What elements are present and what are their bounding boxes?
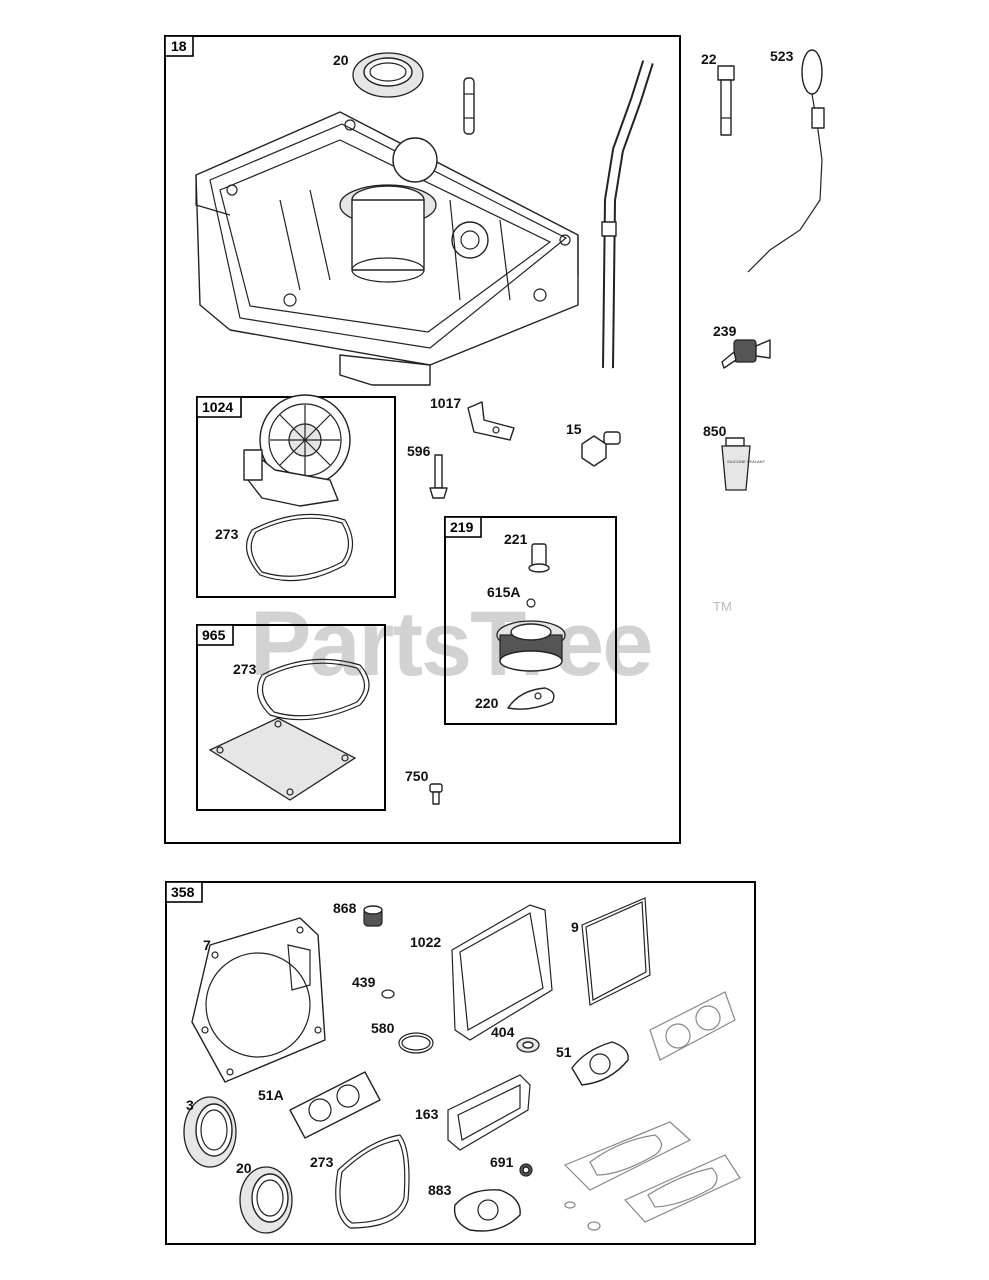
assembly-219-frame <box>444 516 617 725</box>
callout-adapter-239[interactable]: 239 <box>713 323 737 339</box>
callout-dipstick-523[interactable]: 523 <box>770 48 794 64</box>
callout-gasket-883[interactable]: 883 <box>428 1182 452 1198</box>
washer-691-part[interactable] <box>519 1163 533 1177</box>
callout-clip-1017[interactable]: 1017 <box>430 395 461 411</box>
assembly-219-tag <box>444 516 482 538</box>
callout-oring-580[interactable]: 580 <box>371 1020 395 1036</box>
gasket-273-part-b[interactable] <box>256 658 370 721</box>
callout-washer-404[interactable]: 404 <box>491 1024 515 1040</box>
bolt-22-part[interactable] <box>717 65 735 136</box>
gasket-set-358-frame <box>165 881 756 1245</box>
cover-gasket-9-part[interactable] <box>581 897 651 1006</box>
governor-gear-part[interactable] <box>496 620 566 672</box>
callout-head-gasket-7[interactable]: 7 <box>203 937 211 953</box>
callout-shaft-221[interactable]: 221 <box>504 531 528 547</box>
cover-plate-965-part[interactable] <box>208 717 357 801</box>
callout-seal-20[interactable]: 20 <box>333 52 349 68</box>
oil-pump-1024-part[interactable] <box>243 394 351 507</box>
oil-filter-adapter-239-part[interactable] <box>721 339 771 369</box>
assembly-965-tag <box>196 624 234 646</box>
washer-615A-part[interactable] <box>526 598 536 608</box>
callout-gasket-273-b[interactable]: 273 <box>233 661 257 677</box>
assembly-965-frame <box>196 624 386 811</box>
screw-750-part[interactable] <box>429 783 443 805</box>
shaft-221-part[interactable] <box>528 543 550 573</box>
callout-washer-691[interactable]: 691 <box>490 1154 514 1170</box>
seal-20-gasket-part[interactable] <box>239 1166 293 1234</box>
callout-washer-615A[interactable]: 615A <box>487 584 520 600</box>
callout-gasket-51A[interactable]: 51A <box>258 1087 284 1103</box>
gasket-set-358-tag <box>165 881 203 903</box>
callout-gasket-9[interactable]: 9 <box>571 919 579 935</box>
crankcase-sump-part[interactable] <box>195 111 579 386</box>
callout-gasket-273-a[interactable]: 273 <box>215 526 239 542</box>
exhaust-gasket-faint-part[interactable] <box>649 991 736 1061</box>
callout-gasket-51[interactable]: 51 <box>556 1044 572 1060</box>
oring-439-part[interactable] <box>381 989 395 999</box>
faint-washer-a <box>564 1201 576 1209</box>
clip-1017-part[interactable] <box>467 401 515 441</box>
faint-washer-b <box>587 1221 601 1231</box>
gasket-51-part[interactable] <box>571 1041 629 1086</box>
dipstick-523-part[interactable] <box>747 49 825 273</box>
callout-plate-220[interactable]: 220 <box>475 695 499 711</box>
gasket-51A-part[interactable] <box>289 1071 381 1139</box>
assembly-18-number[interactable]: 18 <box>171 38 187 54</box>
dowel-pin-part[interactable] <box>463 77 475 135</box>
oil-fill-tube-part[interactable] <box>601 60 654 369</box>
callout-fitting-15[interactable]: 15 <box>566 421 582 437</box>
assembly-219-number[interactable]: 219 <box>450 519 474 535</box>
screw-596-part[interactable] <box>429 454 448 499</box>
oring-580-part[interactable] <box>398 1032 434 1054</box>
plate-220-part[interactable] <box>507 687 555 710</box>
callout-valve-seal-868[interactable]: 868 <box>333 900 357 916</box>
callout-bolt-22[interactable]: 22 <box>701 51 717 67</box>
assembly-18-frame <box>164 35 681 844</box>
callout-gasket-163[interactable]: 163 <box>415 1106 439 1122</box>
gasket-883-part[interactable] <box>453 1189 521 1232</box>
gasket-273-part-a[interactable] <box>245 513 354 582</box>
gasket-273-set-part[interactable] <box>335 1134 410 1229</box>
assembly-965-number[interactable]: 965 <box>202 627 226 643</box>
watermark-trademark: TM <box>713 599 732 614</box>
seal-3-part[interactable] <box>183 1096 237 1168</box>
sealant-label: SILICONE SEALANT <box>727 459 766 464</box>
cover-gasket-1022-part[interactable] <box>451 904 553 1041</box>
callout-seal-3[interactable]: 3 <box>186 1097 194 1113</box>
muffler-gasket-faint-part-a[interactable] <box>563 1121 692 1191</box>
assembly-18-tag <box>164 35 194 57</box>
assembly-1024-number[interactable]: 1024 <box>202 399 233 415</box>
muffler-gasket-faint-part-b[interactable] <box>624 1154 741 1223</box>
watermark-text: PartsTree <box>250 593 651 695</box>
callout-cover-gasket-1022[interactable]: 1022 <box>410 934 441 950</box>
callout-oring-439[interactable]: 439 <box>352 974 376 990</box>
fitting-15-part[interactable] <box>581 431 621 467</box>
callout-seal-20-gasket[interactable]: 20 <box>236 1160 252 1176</box>
sealant-tube-850-part[interactable]: SILICONE SEALANT <box>721 437 766 491</box>
callout-screw-750[interactable]: 750 <box>405 768 429 784</box>
gasket-set-358-number[interactable]: 358 <box>171 884 195 900</box>
callout-screw-596[interactable]: 596 <box>407 443 431 459</box>
callout-gasket-273-set[interactable]: 273 <box>310 1154 334 1170</box>
seal-20-part[interactable] <box>352 52 424 98</box>
head-gasket-7-part[interactable] <box>191 917 326 1083</box>
gasket-163-part[interactable] <box>447 1074 531 1151</box>
callout-sealant-850[interactable]: 850 <box>703 423 727 439</box>
valve-seal-868-part[interactable] <box>363 905 383 927</box>
assembly-1024-tag <box>196 396 242 418</box>
washer-404-part[interactable] <box>516 1037 540 1053</box>
